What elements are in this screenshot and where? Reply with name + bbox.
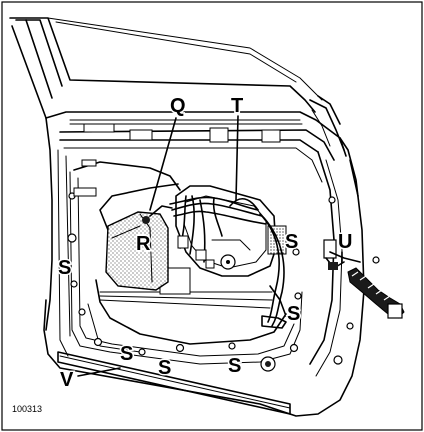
label-t: T: [231, 95, 243, 117]
reference-number: 100313: [12, 404, 42, 414]
hinge-side: [323, 239, 405, 319]
lock-assembly: [105, 205, 173, 291]
leader-q: [149, 117, 177, 211]
label-s-right-upper: S: [285, 231, 298, 253]
label-s-bottom-3: S: [228, 355, 241, 377]
mounting-holes: [67, 159, 354, 372]
leader-v: [77, 367, 121, 377]
label-s-bottom-2: S: [158, 357, 171, 379]
window-frame: [9, 17, 345, 151]
callout-labels: Q T R S S S S S S U V: [57, 94, 354, 393]
wiring-harness: [169, 195, 287, 329]
leader-lines: [77, 115, 343, 377]
leader-t: [235, 115, 239, 201]
label-s-left: S: [58, 257, 71, 279]
label-u: U: [338, 231, 352, 253]
label-v: V: [60, 369, 74, 391]
label-s-right-lower: S: [287, 303, 300, 325]
label-s-bottom-1: S: [120, 343, 133, 365]
label-q: Q: [170, 95, 186, 117]
sill-strip: [57, 351, 291, 415]
label-r: R: [136, 233, 151, 255]
belt-line: [69, 119, 303, 143]
inner-panel: [69, 161, 303, 365]
